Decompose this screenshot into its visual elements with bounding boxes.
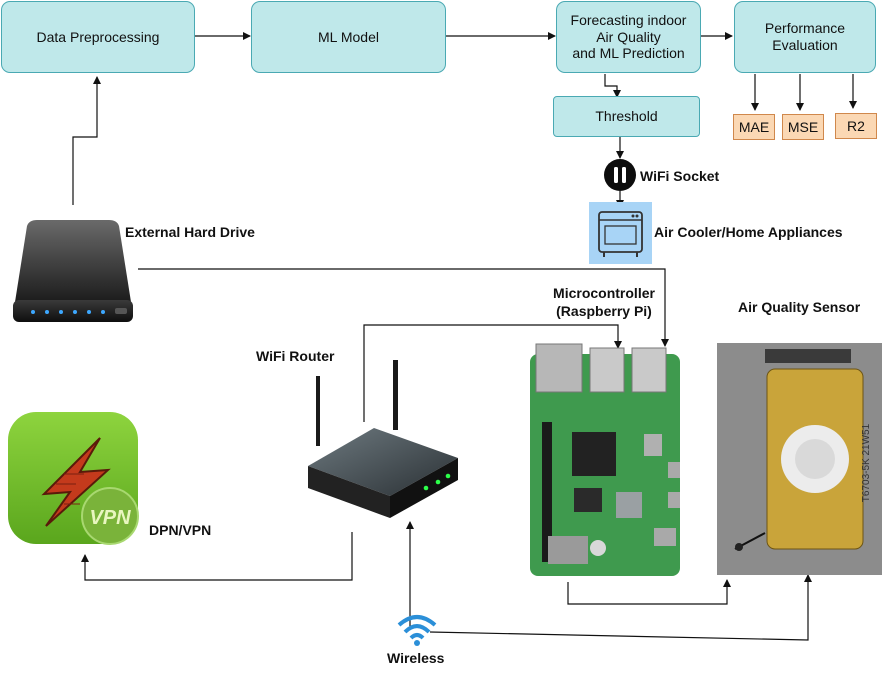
wireless-icon <box>397 615 437 646</box>
wifi-router-icon <box>308 360 458 518</box>
wireless-label: Wireless <box>387 650 445 666</box>
block-threshold: Threshold <box>553 96 700 137</box>
block-performance-evaluation: Performance Evaluation <box>734 1 876 73</box>
raspberry-pi-board <box>530 343 680 576</box>
line-pi-sensor-link <box>567 579 731 605</box>
air-cooler-label: Air Cooler/Home Appliances <box>654 224 843 240</box>
vpn-badge-text: VPN <box>89 507 131 529</box>
block-data-preprocessing: Data Preprocessing <box>1 1 195 73</box>
arrow-forecasting-to-threshold <box>604 74 621 98</box>
hard-drive-label: External Hard Drive <box>125 224 255 240</box>
arrow-harddrive-to-preprocessing <box>72 76 101 205</box>
air-sensor-label: Air Quality Sensor <box>738 299 861 315</box>
wifi-router-label: WiFi Router <box>256 348 335 364</box>
metric-mse: MSE <box>782 114 824 140</box>
vpn-label: DPN/VPN <box>149 522 212 538</box>
block-forecasting: Forecasting indoor Air Quality and ML Pr… <box>556 1 701 73</box>
air-quality-sensor: T6703-5K 21W51 <box>717 343 882 575</box>
hard-drive-icon <box>13 220 133 322</box>
line-router-to-vpn <box>81 532 353 581</box>
wifi-socket-icon <box>604 159 636 191</box>
line-router-pi-loop <box>363 324 622 422</box>
wifi-socket-label: WiFi Socket <box>640 168 720 184</box>
line-wireless-to-sensor <box>429 574 812 641</box>
metric-r2: R2 <box>835 113 877 139</box>
air-cooler-icon <box>589 202 652 264</box>
microcontroller-label: Microcontroller (Raspberry Pi) <box>553 285 655 319</box>
line-harddrive-to-pi <box>138 268 669 347</box>
block-ml-model: ML Model <box>251 1 446 73</box>
sensor-model-text: T6703-5K 21W51 <box>861 423 872 502</box>
metric-mae: MAE <box>733 114 775 140</box>
vpn-app-icon: VPN <box>8 412 139 545</box>
svg-text:T6703-5K 21W51: T6703-5K 21W51 <box>861 423 872 502</box>
